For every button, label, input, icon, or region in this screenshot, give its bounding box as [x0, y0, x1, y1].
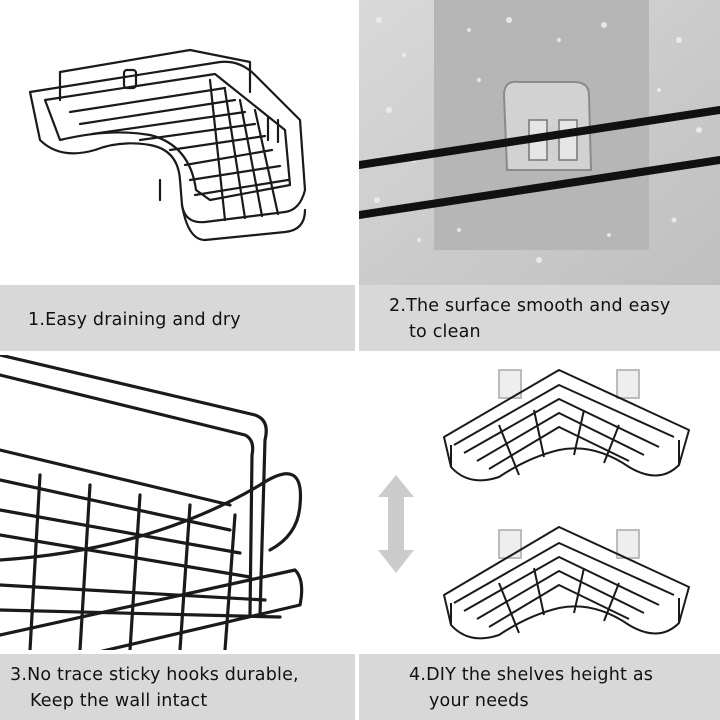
caption-line: your needs: [429, 691, 529, 711]
caption-line: Keep the wall intact: [30, 691, 208, 711]
panel-easy-draining: 1.Easy draining and dry: [0, 0, 355, 351]
corner-shelf-icon: [28, 48, 307, 242]
panel-diy-height: 4.DIY the shelves height as your needs: [359, 355, 720, 720]
horizontal-divider: [0, 351, 720, 355]
caption-line: 2.The surface smooth and easy: [389, 296, 671, 316]
caption-4: 4.DIY the shelves height as your needs: [359, 654, 720, 720]
caption-line: 3.No trace sticky hooks durable,: [10, 665, 299, 685]
wire-rail-icon: [0, 355, 304, 650]
caption-2: 2.The surface smooth and easy to clean: [359, 285, 720, 351]
two-shelves-illustration: [378, 369, 690, 640]
glass-wall-photo: [359, 0, 720, 285]
double-arrow-icon: [378, 475, 414, 573]
vertical-divider: [355, 0, 359, 720]
caption-1: 1.Easy draining and dry: [0, 285, 355, 351]
caption-3: 3.No trace sticky hooks durable, Keep th…: [0, 654, 355, 720]
caption-line: 4.DIY the shelves height as: [409, 665, 654, 685]
panel-smooth-surface: 2.The surface smooth and easy to clean: [359, 0, 720, 351]
panel-sticky-hooks: 3.No trace sticky hooks durable, Keep th…: [0, 355, 355, 720]
caption-line: to clean: [409, 322, 481, 342]
caption-line: 1.Easy draining and dry: [28, 310, 241, 330]
